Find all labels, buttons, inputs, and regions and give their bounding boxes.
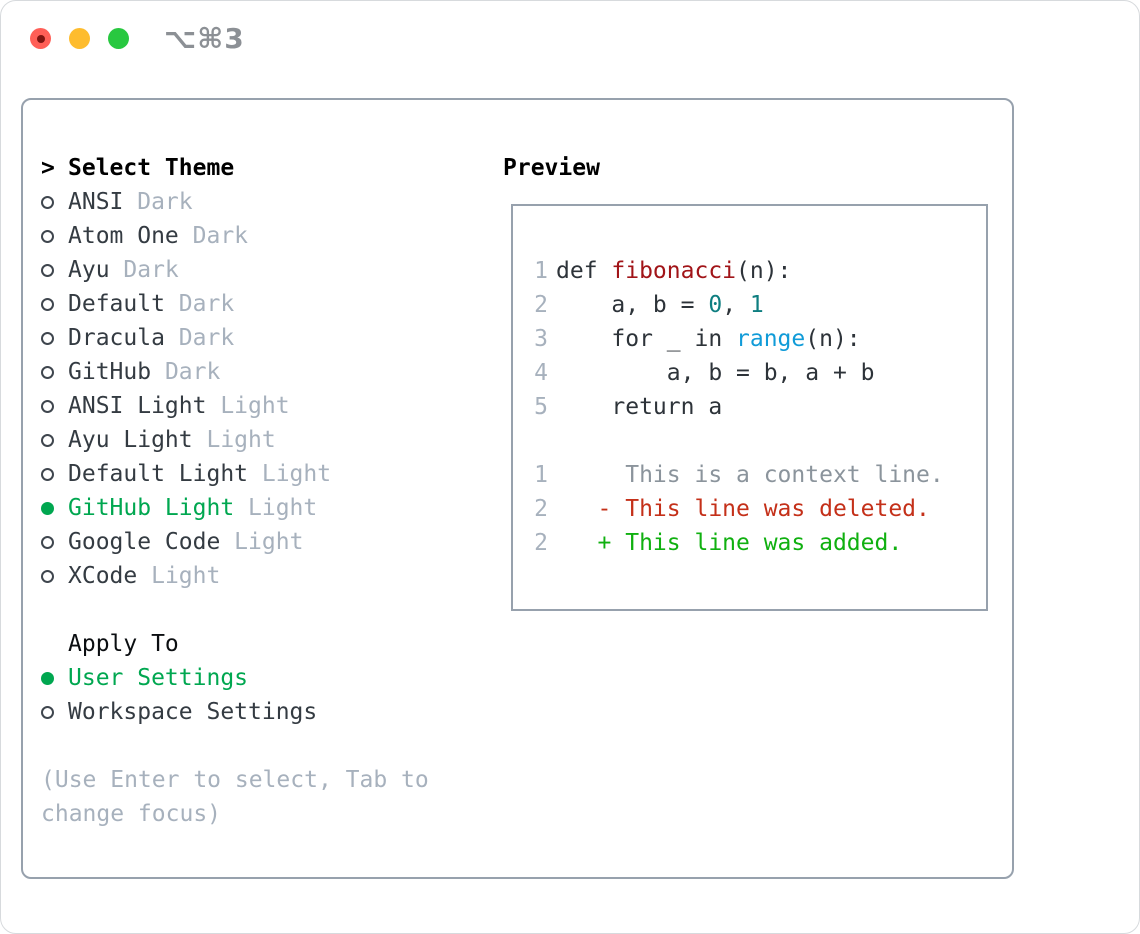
item-label: Google Code Light <box>68 529 304 555</box>
radio-selected-icon <box>41 671 68 685</box>
minimize-button[interactable] <box>69 28 90 49</box>
line-number: 1 <box>534 258 548 284</box>
close-active-dot-icon <box>36 34 45 43</box>
hint-line: (Use Enter to select, Tab to <box>41 767 429 793</box>
item-label: GitHub Dark <box>68 359 221 385</box>
theme-option-ayu[interactable]: Ayu Dark <box>41 253 331 287</box>
theme-option-github-light[interactable]: GitHub Light Light <box>41 491 331 525</box>
radio-icon <box>41 195 68 209</box>
preview-line: 3 for _ in range(n): <box>521 322 986 356</box>
hint-line: change focus) <box>41 801 222 827</box>
line-number: 2 <box>534 292 548 318</box>
line-number: 1 <box>534 462 548 488</box>
selection-caret-icon: > <box>41 155 55 181</box>
radio-icon <box>41 229 68 243</box>
close-button[interactable] <box>30 28 51 49</box>
preview-line: 5 return a <box>521 390 986 424</box>
radio-icon <box>41 399 68 413</box>
titlebar: ⌥⌘3 <box>1 1 1139 76</box>
item-label: Workspace Settings <box>68 699 318 725</box>
item-label: XCode Light <box>68 563 221 589</box>
line-number: 4 <box>534 360 548 386</box>
preview-title: Preview <box>503 155 600 181</box>
line-number: 2 <box>534 496 548 522</box>
apply-option-user-settings[interactable]: User Settings <box>41 661 317 695</box>
preview-line: 2 a, b = 0, 1 <box>521 288 986 322</box>
radio-icon <box>41 331 68 345</box>
line-number: 2 <box>534 530 548 556</box>
line-number: 3 <box>534 326 548 352</box>
radio-icon <box>41 535 68 549</box>
theme-option-ansi-light[interactable]: ANSI Light Light <box>41 389 331 423</box>
item-label: Atom One Dark <box>68 223 249 249</box>
preview-line: 2 + This line was added. <box>521 526 986 560</box>
traffic-lights <box>30 28 129 49</box>
theme-option-google-code[interactable]: Google Code Light <box>41 525 331 559</box>
preview-line: 2 - This line was deleted. <box>521 492 986 526</box>
theme-option-github[interactable]: GitHub Dark <box>41 355 331 389</box>
item-label: GitHub Light Light <box>68 495 318 521</box>
radio-selected-icon <box>41 501 68 515</box>
preview-line: 1 This is a context line. <box>521 458 986 492</box>
apply-option-workspace-settings[interactable]: Workspace Settings <box>41 695 317 729</box>
theme-list-title: Select Theme <box>68 155 235 181</box>
radio-icon <box>41 433 68 447</box>
item-label: ANSI Light Light <box>68 393 290 419</box>
radio-icon <box>41 365 68 379</box>
line-number: 5 <box>534 394 548 420</box>
radio-icon <box>41 569 68 583</box>
hint-text: (Use Enter to select, Tab to change focus… <box>41 763 429 831</box>
radio-icon <box>41 467 68 481</box>
item-label: Ayu Dark <box>68 257 179 283</box>
item-label: User Settings <box>68 665 249 691</box>
item-label: ANSI Dark <box>68 189 193 215</box>
window-title: ⌥⌘3 <box>164 22 245 55</box>
theme-option-ansi[interactable]: ANSI Dark <box>41 185 331 219</box>
item-label: Ayu Light Light <box>68 427 276 453</box>
theme-option-dracula[interactable]: Dracula Dark <box>41 321 331 355</box>
item-label: Default Dark <box>68 291 235 317</box>
item-label: Default Light Light <box>68 461 332 487</box>
theme-list-header: > Select Theme <box>41 151 331 185</box>
radio-icon <box>41 705 68 719</box>
radio-icon <box>41 263 68 277</box>
apply-to-header: Apply To <box>41 627 317 661</box>
preview-line: 4 a, b = b, a + b <box>521 356 986 390</box>
radio-icon <box>41 297 68 311</box>
theme-option-default-light[interactable]: Default Light Light <box>41 457 331 491</box>
preview-line <box>521 424 986 458</box>
theme-option-default[interactable]: Default Dark <box>41 287 331 321</box>
item-label: Dracula Dark <box>68 325 235 351</box>
theme-option-xcode[interactable]: XCode Light <box>41 559 331 593</box>
apply-to-title: Apply To <box>68 631 179 657</box>
theme-option-ayu-light[interactable]: Ayu Light Light <box>41 423 331 457</box>
theme-option-atom-one[interactable]: Atom One Dark <box>41 219 331 253</box>
zoom-button[interactable] <box>108 28 129 49</box>
